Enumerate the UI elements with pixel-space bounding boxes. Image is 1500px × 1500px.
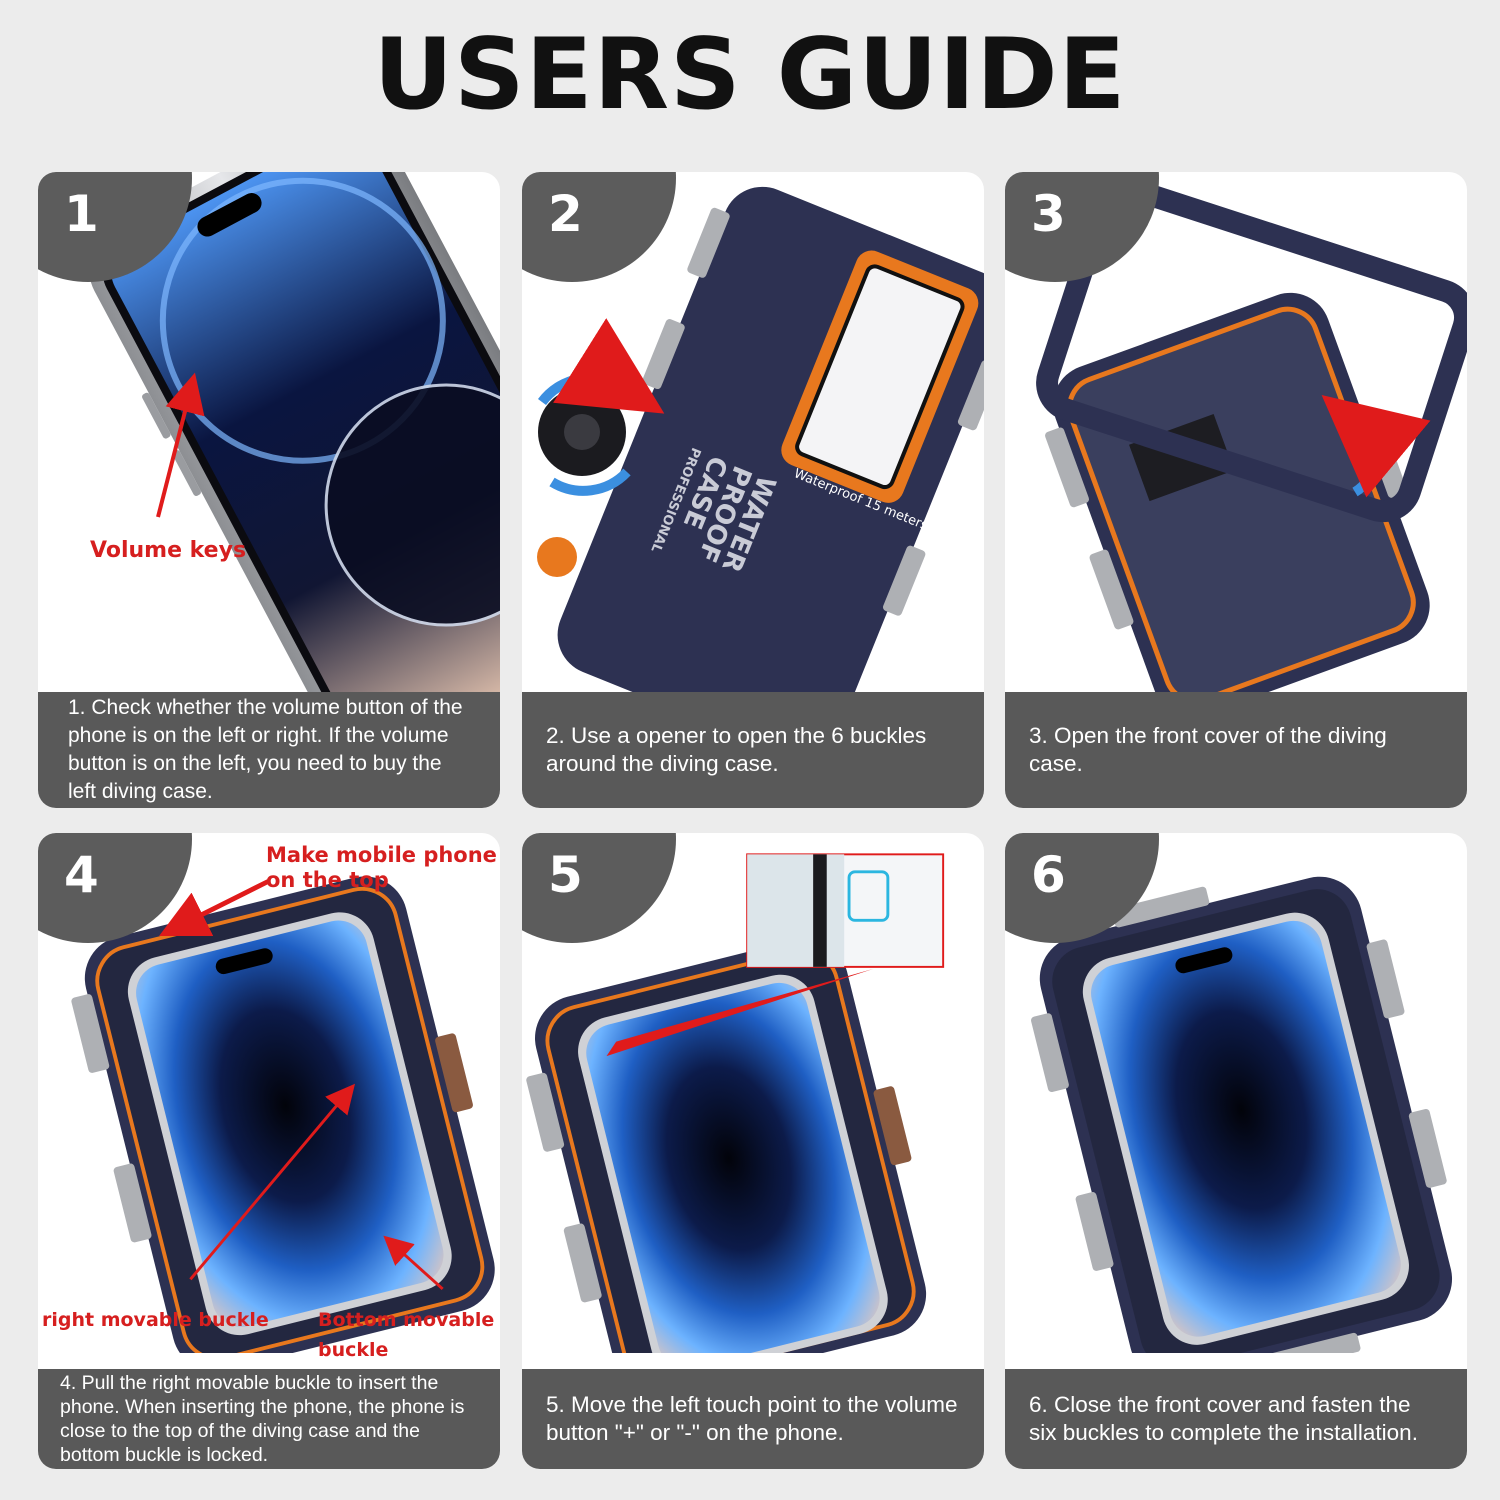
step-1-card: Volume keys 1 1. Check whether the volum… <box>38 172 500 808</box>
touch-point-illustration <box>526 853 945 1353</box>
step-number: 5 <box>548 846 583 904</box>
opener-tool-icon <box>537 318 665 496</box>
step-caption: 5. Move the left touch point to the volu… <box>546 1392 958 1445</box>
step-caption: 6. Close the front cover and fasten the … <box>1029 1392 1418 1445</box>
step-caption-box: 6. Close the front cover and fasten the … <box>1005 1369 1467 1469</box>
closed-case-illustration <box>1031 876 1453 1353</box>
step-caption: 2. Use a opener to open the 6 buckles ar… <box>546 723 927 776</box>
step-caption: 3. Open the front cover of the diving ca… <box>1029 723 1387 776</box>
volume-arrow <box>156 372 205 518</box>
step-caption: 1. Check whether the volume button of th… <box>68 696 463 803</box>
insert-phone-illustration <box>71 876 495 1353</box>
step-caption-box: 2. Use a opener to open the 6 buckles ar… <box>522 692 984 808</box>
step-caption-box: 5. Move the left touch point to the volu… <box>522 1369 984 1469</box>
step-badge: 3 <box>1005 172 1159 282</box>
step-number: 2 <box>548 185 583 243</box>
step-2-card: Waterproof 15 meters WATER PROOF CASE PR… <box>522 172 984 808</box>
open-arrow-icon <box>1321 394 1431 498</box>
step-number: 1 <box>64 185 99 243</box>
step-number: 6 <box>1031 846 1066 904</box>
front-cover-frame <box>1036 178 1467 523</box>
step-caption-box: 4. Pull the right movable buckle to inse… <box>38 1369 500 1469</box>
pointer-arrow <box>606 968 874 1057</box>
phone-side-illustration <box>89 172 500 692</box>
volume-keys-label: Volume keys <box>90 538 247 563</box>
step-6-card: 6 6. Close the front cover and fasten th… <box>1005 833 1467 1469</box>
step-4-card: Make mobile phone on the top right movab… <box>38 833 500 1469</box>
top-position-label: Make mobile phone on the top <box>266 843 497 892</box>
step-5-card: 5 5. Move the left touch point to the vo… <box>522 833 984 1469</box>
step-number: 4 <box>64 846 99 904</box>
case-opener-illustration: Waterproof 15 meters WATER PROOF CASE PR… <box>537 186 984 692</box>
step-caption-box: 1. Check whether the volume button of th… <box>38 692 500 808</box>
step-3-card: 3 3. Open the front cover of the diving … <box>1005 172 1467 808</box>
open-cover-illustration <box>1036 178 1467 692</box>
right-buckle-label: right movable buckle <box>42 1309 269 1331</box>
step-caption: 4. Pull the right movable buckle to inse… <box>60 1372 465 1466</box>
bottom-buckle-label: Bottom movable buckle <box>318 1309 495 1361</box>
step-caption-box: 3. Open the front cover of the diving ca… <box>1005 692 1467 808</box>
page-title: USERS GUIDE <box>373 18 1127 132</box>
step-number: 3 <box>1031 185 1066 243</box>
